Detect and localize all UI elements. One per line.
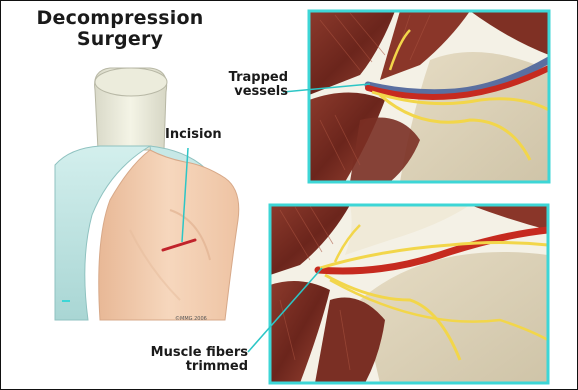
- patient-back-illustration: [55, 68, 239, 320]
- muscle-label-line-2: trimmed: [88, 360, 248, 374]
- trimmed-muscle-closeup: [270, 205, 548, 383]
- trapped-vessels-closeup: [309, 11, 549, 182]
- trapped-vessels-label: Trapped vessels: [200, 71, 288, 100]
- muscle-label-line-1: Muscle fibers: [88, 346, 248, 360]
- copyright-text: ©MMG 2006: [175, 316, 207, 322]
- figure-title: Decompression Surgery: [26, 8, 214, 50]
- trapped-label-line-1: Trapped: [200, 71, 288, 85]
- title-line-1: Decompression: [26, 8, 214, 29]
- trapped-label-line-2: vessels: [200, 85, 288, 99]
- incision-label: Incision: [165, 128, 222, 142]
- muscle-fibers-label: Muscle fibers trimmed: [88, 346, 248, 375]
- title-line-2: Surgery: [26, 29, 214, 50]
